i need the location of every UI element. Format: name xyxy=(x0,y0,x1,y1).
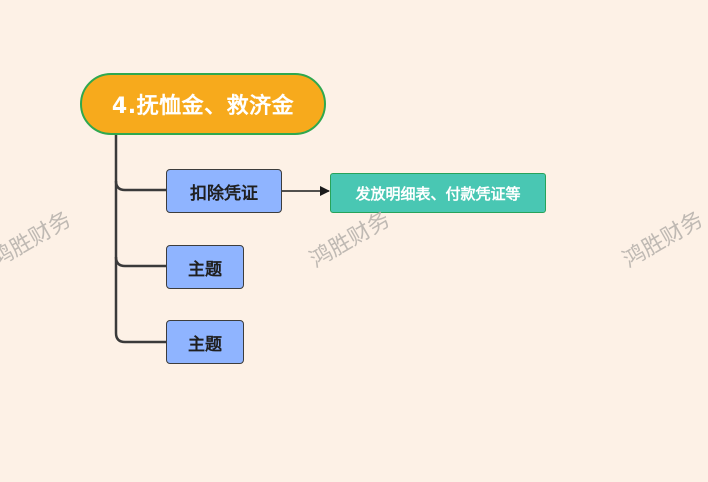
connector-root-child-1 xyxy=(114,135,166,192)
child-node-topic-1[interactable]: 主题 xyxy=(166,245,244,289)
leaf-node-payment-documents[interactable]: 发放明细表、付款凭证等 xyxy=(330,173,546,213)
watermark-text: 鸿胜财务 xyxy=(0,207,76,273)
child-node-topic-2[interactable]: 主题 xyxy=(166,320,244,364)
connector-root-child-3 xyxy=(114,257,166,344)
connector-root-child-2 xyxy=(114,181,166,268)
child-node-deduction-voucher[interactable]: 扣除凭证 xyxy=(166,169,282,213)
watermark-text: 鸿胜财务 xyxy=(618,207,708,273)
root-node[interactable]: 4.抚恤金、救济金 xyxy=(80,73,326,135)
